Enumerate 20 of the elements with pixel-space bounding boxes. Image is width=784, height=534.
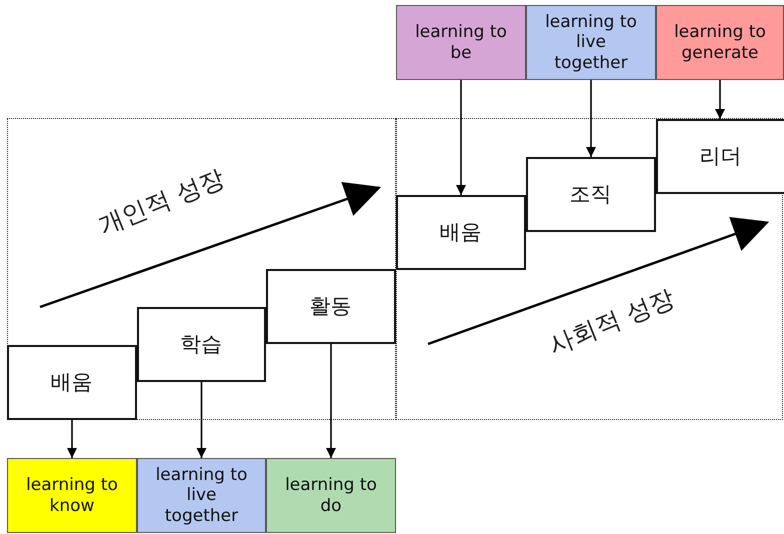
category-box: learning to generate (656, 5, 784, 80)
arrow (67, 420, 77, 458)
category-box: learning to be (396, 5, 526, 80)
category-box: learning to do (266, 458, 396, 533)
step-box: 활동 (266, 268, 396, 344)
step-box: 조직 (526, 156, 656, 232)
arrow (715, 80, 725, 119)
dotted-region (396, 118, 783, 420)
arrow (586, 80, 596, 157)
step-box: 학습 (136, 306, 266, 382)
category-box: learning to know (7, 458, 137, 533)
arrow (326, 344, 336, 458)
category-box: learning to live together (526, 5, 656, 80)
step-box: 배움 (6, 344, 136, 420)
step-box: 배움 (396, 194, 526, 270)
arrow (196, 382, 206, 458)
dotted-region (7, 118, 396, 420)
category-box: learning to live together (137, 458, 266, 533)
arrow (456, 80, 466, 195)
step-box: 리더 (656, 118, 784, 194)
